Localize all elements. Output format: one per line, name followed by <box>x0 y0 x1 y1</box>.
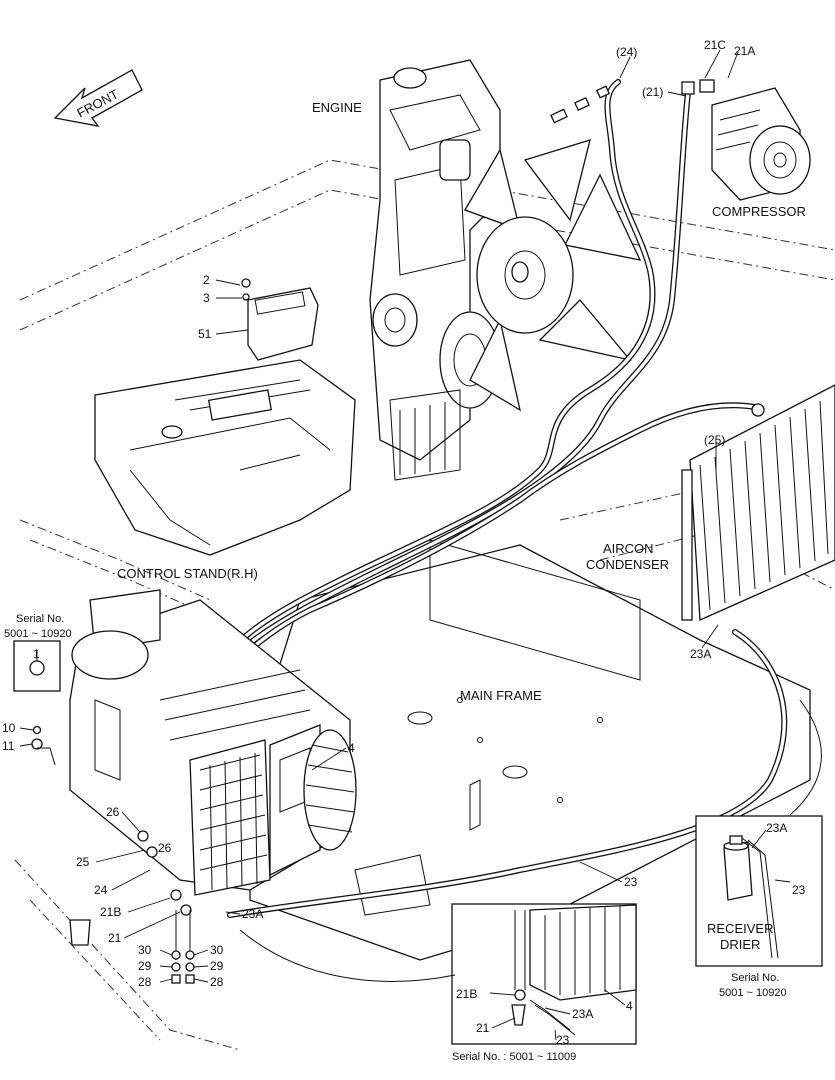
serial-top-left-1: Serial No. <box>16 613 64 625</box>
drier-pointer-arc <box>789 699 822 816</box>
part-28b: 28 <box>210 975 224 989</box>
part-21c: 21C <box>704 38 726 52</box>
drier-label: DRIER <box>720 937 760 952</box>
part-number-labels: (24) 21C 21A (21) (25) 2 3 51 23A 1 10 1… <box>2 38 806 1047</box>
inset-part-4: 4 <box>626 999 633 1013</box>
part-10: 10 <box>2 721 16 735</box>
part-23a-bottom: 23A <box>242 907 263 921</box>
control-stand-label: CONTROL STAND(R.H) <box>117 566 258 581</box>
part-26b: 26 <box>158 841 172 855</box>
inset-part-21b: 21B <box>456 987 477 1001</box>
part-30a: 30 <box>138 943 152 957</box>
part-23-drier: 23 <box>792 883 806 897</box>
part-21: (21) <box>642 85 663 99</box>
inset-part-23a: 23A <box>572 1007 593 1021</box>
part-11: 11 <box>2 739 15 753</box>
part-24: (24) <box>616 45 637 59</box>
bottom-pointer-arc <box>239 929 456 982</box>
serial-bottom-inset: Serial No. : 5001 ~ 11009 <box>452 1051 576 1063</box>
aircon-label-1: AIRCON <box>603 541 654 556</box>
inset-part-23: 23 <box>556 1033 570 1047</box>
compressor <box>699 79 811 201</box>
serial-inset-top-left <box>13 640 61 766</box>
serial-top-left-2: 5001 ~ 10920 <box>4 628 72 640</box>
hose-23 <box>227 629 788 918</box>
condenser-label-2: CONDENSER <box>586 557 669 572</box>
part-21a: 21A <box>734 44 755 58</box>
part-1: 1 <box>33 647 40 661</box>
part-2: 2 <box>203 273 210 287</box>
hose-24 <box>197 79 656 703</box>
bottom-inset <box>451 903 637 1045</box>
part-28a: 28 <box>138 975 152 989</box>
part-21b: 21B <box>100 905 121 919</box>
part-23a-condenser: 23A <box>690 647 711 661</box>
receiver-drier-inset <box>695 815 823 967</box>
part-21b2: 21 <box>108 931 122 945</box>
front-arrow: FRONT <box>53 69 143 127</box>
part-26a: 26 <box>106 805 120 819</box>
control-stand <box>94 359 356 556</box>
hose-fittings <box>550 81 695 124</box>
part-23-main: 23 <box>624 875 638 889</box>
hvac-unit <box>69 589 357 896</box>
part-30b: 30 <box>210 943 224 957</box>
inset-part-21: 21 <box>476 1021 490 1035</box>
leader-lines <box>19 49 791 1041</box>
serial-right-2: 5001 ~ 10920 <box>719 987 787 999</box>
part-29b: 29 <box>210 959 224 973</box>
engine-label: ENGINE <box>312 100 362 115</box>
main-frame-label: MAIN FRAME <box>460 688 542 703</box>
part-3: 3 <box>203 291 210 305</box>
controller-51 <box>241 278 319 361</box>
compressor-label: COMPRESSOR <box>712 204 806 219</box>
part-25b: 25 <box>76 855 90 869</box>
part-23a-drier: 23A <box>766 821 787 835</box>
part-51: 51 <box>198 327 212 341</box>
part-24b: 24 <box>94 883 108 897</box>
aircon-condenser <box>681 384 835 621</box>
part-25: (25) <box>704 433 725 447</box>
part-4: 4 <box>348 741 355 755</box>
radiator-fan <box>464 139 642 412</box>
receiver-label: RECEIVER <box>707 921 773 936</box>
serial-right-1: Serial No. <box>731 972 779 984</box>
part-29a: 29 <box>138 959 152 973</box>
